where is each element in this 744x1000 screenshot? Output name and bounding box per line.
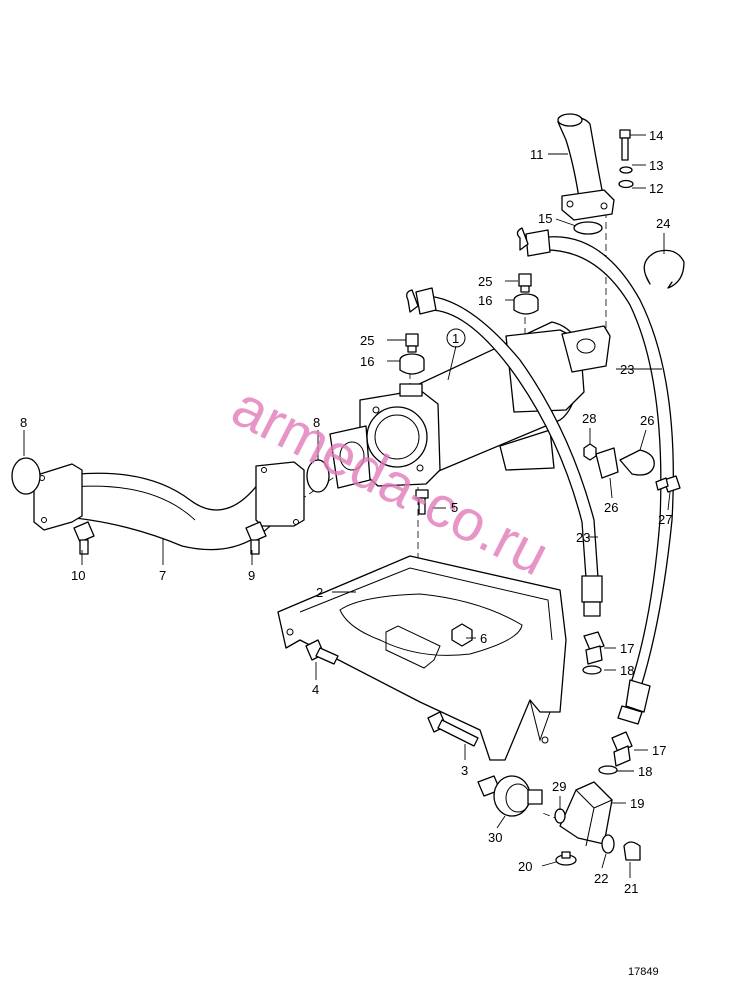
callout-4: 4 [312, 682, 319, 697]
adapter-25-lower [405, 333, 419, 353]
callout-15: 15 [538, 211, 552, 226]
clip-26-b [619, 449, 655, 476]
o-ring-15 [573, 221, 603, 235]
callout-28: 28 [582, 411, 596, 426]
callout-18-left: 18 [620, 663, 634, 678]
washer-18-left [582, 665, 602, 675]
callout-27: 27 [658, 512, 672, 527]
callout-16-upper: 16 [478, 293, 492, 308]
callout-1: 1 [452, 331, 459, 346]
callout-5: 5 [451, 500, 458, 515]
bolt-10 [73, 521, 95, 555]
washer-29 [554, 808, 566, 824]
junction-block-19 [559, 781, 613, 847]
heat-exchanger [329, 321, 611, 489]
callout-2: 2 [316, 585, 323, 600]
bushing-16-lower [399, 353, 425, 375]
callout-8-left: 8 [20, 415, 27, 430]
callout-8-right: 8 [313, 415, 320, 430]
callout-25-upper: 25 [478, 274, 492, 289]
plug-20 [555, 851, 577, 866]
nut-28 [583, 443, 597, 461]
callout-17-left: 17 [620, 641, 634, 656]
hose-23-long [516, 227, 674, 725]
bolt-9 [245, 521, 267, 555]
callout-26-upper: 26 [640, 413, 654, 428]
callout-16-lower: 16 [360, 354, 374, 369]
washer-18-right [598, 765, 618, 775]
plug-21 [623, 841, 641, 861]
callout-23-left: 23 [576, 530, 590, 545]
bolt-27 [655, 475, 681, 493]
callout-29: 29 [552, 779, 566, 794]
callout-25-lower: 25 [360, 333, 374, 348]
bolt-3 [427, 711, 479, 747]
adapter-25-upper [518, 273, 532, 293]
bolt-14 [619, 129, 631, 161]
adapter-17-left [583, 631, 605, 665]
leader-lines [23, 134, 671, 878]
callout-labels: 1 2 3 4 5 6 7 8 8 9 10 11 12 13 14 15 16… [20, 128, 672, 896]
washer-13 [619, 166, 633, 174]
callout-24: 24 [656, 216, 670, 231]
callout-9: 9 [248, 568, 255, 583]
callout-18-right: 18 [638, 764, 652, 779]
bushing-16-upper [513, 293, 539, 315]
clamp-ring-24 [643, 249, 685, 289]
callout-6: 6 [480, 631, 487, 646]
callout-12: 12 [649, 181, 663, 196]
callout-7: 7 [159, 568, 166, 583]
callout-26-lower: 26 [604, 500, 618, 515]
elbow-pipe [557, 113, 615, 221]
callout-30: 30 [488, 830, 502, 845]
nut-6 [451, 623, 473, 647]
o-ring-left [11, 457, 41, 495]
callout-3: 3 [461, 763, 468, 778]
bolt-5 [415, 489, 429, 515]
callout-11: 11 [530, 147, 544, 162]
callout-19: 19 [630, 796, 644, 811]
bolt-4 [305, 639, 339, 665]
callout-20: 20 [518, 859, 532, 874]
exhaust-pipe [33, 461, 305, 551]
callout-21: 21 [624, 881, 638, 896]
adapter-17-right [611, 731, 633, 767]
washer-12 [618, 179, 634, 189]
callout-circle-1 [446, 328, 466, 348]
figure-number: 17849 [628, 966, 659, 978]
callout-10: 10 [71, 568, 85, 583]
washer-22 [601, 834, 615, 854]
callout-17-right: 17 [652, 743, 666, 758]
hose-23-short [406, 287, 603, 617]
callout-13: 13 [649, 158, 663, 173]
callout-22: 22 [594, 871, 608, 886]
clip-26-a [595, 447, 619, 479]
callout-14: 14 [649, 128, 663, 143]
callout-23-right: 23 [620, 362, 634, 377]
pressure-sensor-30 [477, 775, 543, 817]
